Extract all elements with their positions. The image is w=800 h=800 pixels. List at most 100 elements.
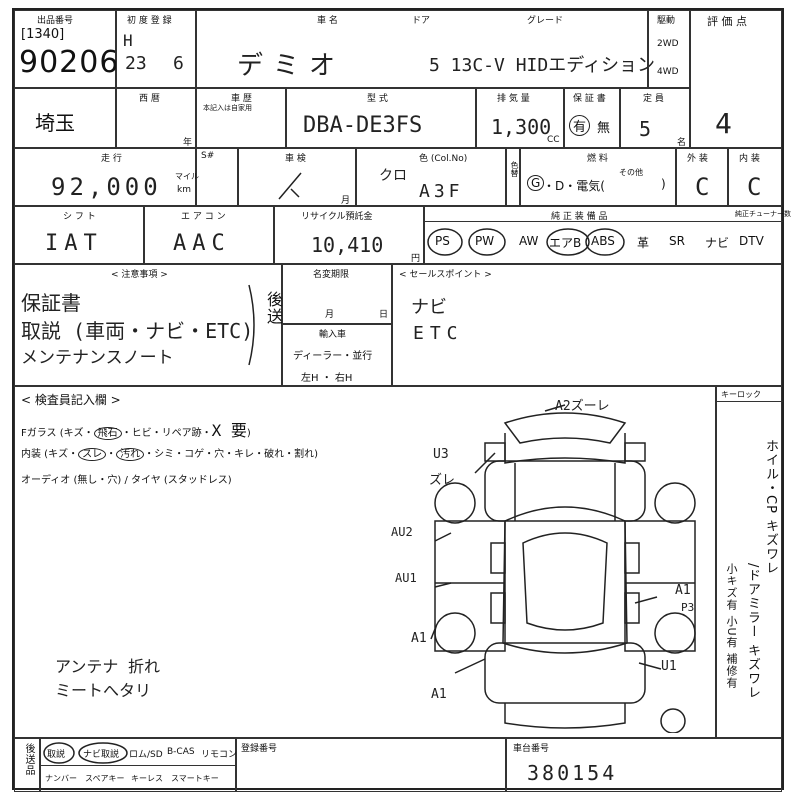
interior-circle-2: 汚れ (116, 448, 145, 461)
interior-circle-1: スレ (78, 448, 107, 461)
mileage-cell: 走 行 92,000 マイル km (14, 148, 199, 206)
car-name-cell: 車 名 ドア グレード デミオ 5 13C-V HIDエディション (196, 10, 655, 88)
note-3: メンテナンスノート (21, 348, 174, 368)
inspection-month-suffix: 月 (341, 196, 351, 206)
seats-cell: 定 員 5 名 (620, 88, 690, 148)
grade: 5 13C-V HIDエディション (429, 55, 655, 76)
handnote-2: ミートへタリ (55, 681, 152, 700)
notes-bracket (248, 284, 255, 366)
ship-item-rom: ロム/SD (129, 750, 163, 760)
keylock-label: キーロック (721, 390, 761, 399)
audio-tire-line: オーディオ (無し・穴) / タイヤ (スタッドレス) (21, 475, 232, 486)
ac-label: エ ア コ ン (181, 212, 226, 222)
import-dealer: ディーラー・並行 (293, 351, 373, 362)
mark-u1: U1 (661, 659, 677, 674)
equip-ps: PS (435, 234, 450, 248)
warranty-no: 無 (597, 121, 611, 136)
fuel-cell: 燃 料 G ・D・電気( その他 ) (520, 148, 676, 206)
ship-item-smart-key: スマートキー (171, 774, 219, 783)
mileage-warn-cell: S# (196, 148, 238, 206)
inspection-slash-mark (278, 172, 302, 200)
fuel-g: G (527, 175, 545, 191)
history-cell: 車 歴 本記入は自家用 (196, 88, 286, 148)
inspection-title: < 検査員記入欄 > (21, 393, 121, 407)
note-2: 取説 (車両・ナビ・ETC) (21, 319, 254, 343)
side-panel: キーロック ホイル・CP キズワレ /ドアミラー キズワレ 小キズ有 小U有 補… (716, 386, 783, 738)
tuner-label: 純正チューナー数 (735, 210, 791, 218)
warranty-cell: 保 証 書 有 無 (564, 88, 620, 148)
expiry-day: 日 (379, 310, 389, 320)
sales-point-cell: < セールスポイント > ナビ ETC (392, 264, 782, 386)
equipment-cell: 純 正 装 備 品 純正チューナー数 PS PW AW エアB ABS 革 SR… (424, 206, 791, 265)
sales-2: ETC (413, 323, 464, 344)
western-label: 西 暦 (139, 94, 160, 104)
exterior-label: 外 装 (687, 154, 708, 164)
reg-era: H (123, 31, 133, 50)
color-cell: 色 (Col.No) クロ A3F (356, 148, 506, 206)
interior: C (747, 173, 762, 201)
grade-label: グレード (527, 16, 564, 26)
equip-circle-marks (427, 228, 625, 256)
mark-a1-right: A1 (675, 583, 691, 598)
vin-label: 車台番号 (513, 744, 550, 754)
interior-mid: ・ (106, 449, 117, 460)
import-cell: 輸入車 ディーラー・並行 左H ・ 右H (282, 324, 392, 386)
ship-item-keyless: キーレス (131, 774, 163, 783)
drive-cell: 駆動 2WD 4WD (648, 10, 690, 88)
recycle-label: リサイクル預託金 (301, 212, 373, 222)
equip-row: PS PW AW エアB ABS 革 SR ナビ DTV (425, 221, 783, 265)
interior-cell: 内 装 C (728, 148, 782, 206)
score-cell: 評 価 点 4 (690, 10, 782, 148)
western-year-cell: 西 暦 年 (116, 88, 196, 148)
note-1: 保証書 (21, 291, 81, 315)
expiry-month: 月 (325, 310, 335, 320)
first-reg-cell: 初 度 登 録 H 23 6 (116, 10, 196, 88)
lot-label: 出品番号 (37, 16, 74, 26)
chassis-label: 車 歴 (231, 94, 252, 104)
drive-label: 駆動 (657, 16, 676, 26)
mark-zure: ズレ (429, 473, 456, 488)
car-name-label: 車 名 (317, 16, 338, 26)
glass-close: ) (246, 428, 251, 439)
ship-item-remote: リモコン (201, 750, 238, 760)
reg-year: 23 (125, 53, 147, 74)
ship-item-plate: ナンバー (45, 774, 77, 783)
mark-a2-sure: A2ズーレ (555, 399, 610, 414)
reg-no-cell: 登録番号 (236, 738, 506, 792)
equip-leather: 革 (637, 236, 650, 250)
equip-airbag: エアB (549, 236, 582, 250)
steering: 左H ・ 右H (301, 373, 353, 384)
side-col-3: 小キズ有 小U有 補修有 (725, 563, 738, 690)
auction-sheet: 出品番号 [1340] 90206 初 度 登 録 H 23 6 車 名 ドア … (12, 8, 791, 792)
inspection-label: 車 検 (285, 154, 306, 164)
ship-item-manual: 取説 (47, 750, 66, 760)
mark-au2: AU2 (391, 525, 413, 539)
ship-label: 後送品 (23, 743, 34, 776)
ship-items-cell: 取説 ナビ取説 ロム/SD B-CAS リモコン ナンバー スペアキー キーレス… (40, 738, 238, 792)
equip-label: 純 正 装 備 品 (551, 212, 608, 222)
region: 埼玉 (35, 111, 75, 135)
reg-no-label: 登録番号 (241, 744, 278, 754)
model: DBA-DE3FS (303, 113, 423, 138)
expiry-cell: 名変期限 月 日 (282, 264, 392, 324)
warranty-label: 保 証 書 (573, 94, 606, 104)
displacement: 1,300 (491, 115, 552, 139)
shift-label: シ フ ト (63, 212, 96, 222)
sales-label: < セールスポイント > (399, 270, 492, 280)
exterior: C (695, 173, 710, 201)
shift: IAT (45, 231, 103, 256)
keylock-line (717, 401, 783, 402)
color-no: A3F (419, 181, 464, 202)
color: クロ (379, 168, 407, 184)
expiry-label: 名変期限 (313, 270, 350, 280)
handnote-1: アンテナ 折れ (55, 657, 160, 676)
mark-u3: U3 (433, 447, 449, 462)
warranty-yes: 有 (569, 115, 591, 136)
ship-item-navi-manual: ナビ取説 (83, 750, 120, 760)
inspection-area: < 検査員記入欄 > Fガラス (キズ・飛石・ヒビ・リペア跡・X 要) 内装 (… (14, 386, 716, 738)
seats-label: 定 員 (643, 94, 664, 104)
mark-a1-bottom: A1 (431, 687, 447, 702)
interior-prefix: 内装 (キズ・ (21, 449, 79, 460)
lot-cell: 出品番号 [1340] 90206 (14, 10, 118, 88)
mile-unit: マイル (175, 172, 199, 181)
